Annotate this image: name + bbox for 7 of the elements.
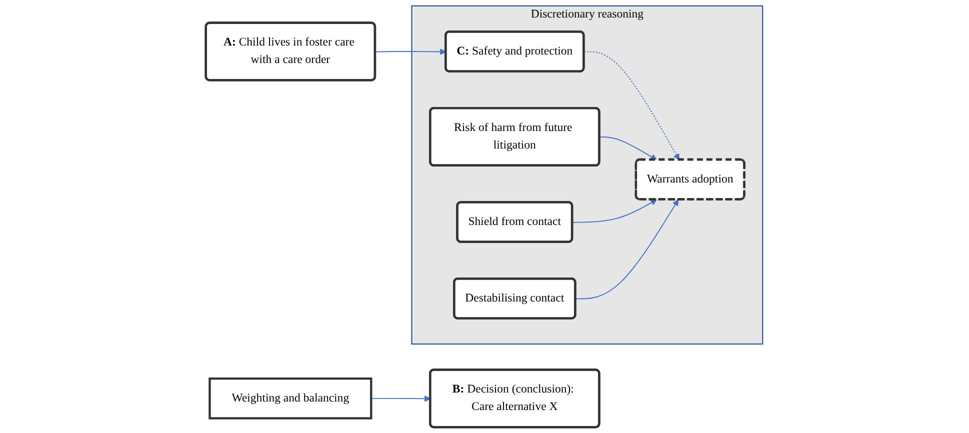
arrow	[599, 136, 658, 160]
arrow	[370, 395, 431, 402]
node-box: Weighting and balancing	[208, 377, 372, 420]
arrow	[584, 51, 680, 160]
arrow	[375, 48, 447, 55]
arrow	[575, 199, 679, 300]
arrow	[572, 199, 658, 223]
